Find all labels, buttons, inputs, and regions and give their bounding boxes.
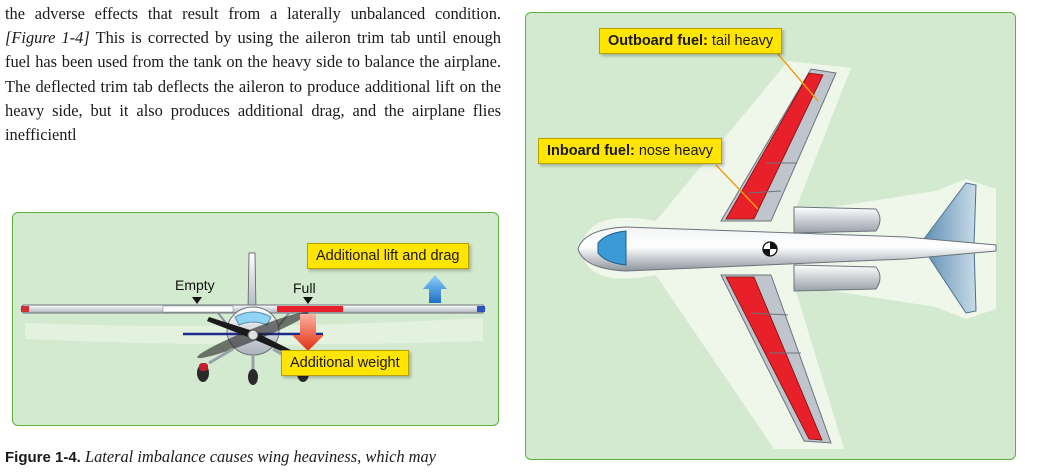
right-nav-light	[477, 306, 485, 312]
empty-tank-label: Empty	[175, 277, 215, 293]
nose-wheel	[248, 369, 258, 385]
full-tank-label: Full	[293, 280, 316, 296]
outboard-fuel-label: Outboard fuel: tail heavy	[599, 28, 783, 54]
figure-1-4-panel: Additional lift and drag Additional weig…	[12, 212, 499, 426]
additional-weight-label: Additional weight	[281, 350, 409, 376]
lower-engine	[793, 264, 881, 292]
airplane-front-view-illustration	[20, 252, 486, 385]
empty-marker	[192, 297, 202, 304]
spinner	[247, 329, 259, 341]
fuselage	[577, 226, 997, 272]
caption-text: Lateral imbalance causes wing heaviness,…	[80, 447, 436, 466]
inboard-fuel-label: Inboard fuel: nose heavy	[538, 138, 723, 164]
left-tank-empty	[162, 305, 234, 313]
upper-engine	[793, 206, 881, 234]
upper-wing-fuel	[725, 72, 824, 220]
jet-top-view-illustration	[577, 46, 997, 449]
body-text-before: the adverse effects that result from a l…	[5, 4, 501, 23]
cockpit-windows	[597, 230, 627, 266]
body-text-after: This is corrected by using the aileron t…	[5, 28, 501, 145]
jet-fuel-figure-panel: Outboard fuel: tail heavy Inboard fuel: …	[525, 12, 1016, 460]
lower-wing-fuel	[725, 276, 823, 441]
body-paragraph: the adverse effects that result from a l…	[5, 2, 501, 147]
inboard-leader	[715, 164, 759, 210]
right-tank-full	[277, 306, 343, 312]
left-nav-light	[21, 306, 29, 312]
figure-reference: [Figure 1-4]	[5, 28, 90, 48]
additional-lift-drag-label: Additional lift and drag	[307, 243, 469, 269]
figure-caption: Figure 1-4. Lateral imbalance causes win…	[5, 447, 505, 467]
full-marker	[303, 297, 313, 304]
outboard-leader	[771, 46, 819, 102]
caption-number: Figure 1-4.	[5, 449, 81, 466]
lift-arrow	[423, 275, 447, 303]
weight-arrow	[292, 314, 324, 351]
